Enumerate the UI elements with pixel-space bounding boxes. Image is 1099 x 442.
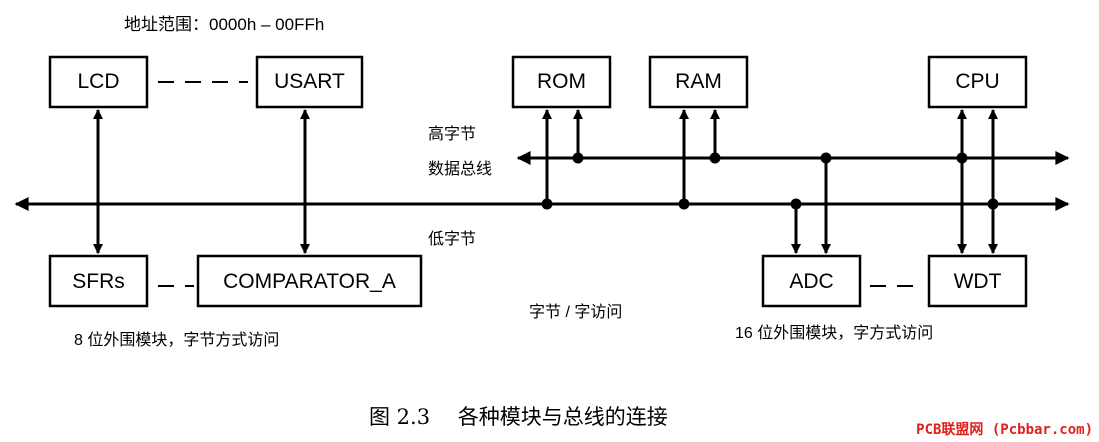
note-8bit-modules: 8 位外围模块，字节方式访问 <box>74 331 279 349</box>
note-byte-word-access: 字节 / 字访问 <box>529 303 622 321</box>
cpu-low-junction <box>987 198 999 210</box>
data-bus-label: 数据总线 <box>428 160 492 178</box>
ram-label: RAM <box>675 70 722 93</box>
adc-box: ADC <box>761 254 862 308</box>
rom-high-junction <box>572 152 584 164</box>
rom-label: ROM <box>537 70 586 93</box>
figure-caption: 图 2.3 各种模块与总线的连接 <box>369 405 668 429</box>
cpu-label: CPU <box>955 70 999 93</box>
adc-label: ADC <box>789 270 833 293</box>
lcd-box: LCD <box>48 55 149 109</box>
lcd-label: LCD <box>77 70 119 93</box>
ram-box: RAM <box>648 55 749 109</box>
sfrs-box: SFRs <box>48 254 149 308</box>
comparator-box: COMPARATOR_A <box>196 254 423 308</box>
cpu-high-junction <box>956 152 968 164</box>
address-range-label: 地址范围：0000h – 00FFh <box>124 15 324 34</box>
adc-low-junction <box>790 198 802 210</box>
sfrs-label: SFRs <box>72 270 125 293</box>
usart-box: USART <box>255 55 364 109</box>
comparator-label: COMPARATOR_A <box>223 270 396 293</box>
low-byte-label: 低字节 <box>428 230 476 248</box>
wdt-label: WDT <box>954 270 1002 293</box>
watermark: PCB联盟网 (Pcbbar.com) <box>916 422 1093 438</box>
note-16bit-modules: 16 位外围模块，字方式访问 <box>735 324 933 342</box>
ram-high-junction <box>709 152 721 164</box>
rom-low-junction <box>541 198 553 210</box>
high-byte-label: 高字节 <box>428 125 476 143</box>
ram-low-junction <box>678 198 690 210</box>
usart-label: USART <box>274 70 345 93</box>
adc-high-junction <box>820 152 832 164</box>
cpu-box: CPU <box>927 55 1028 109</box>
rom-box: ROM <box>511 55 612 109</box>
wdt-box: WDT <box>927 254 1028 308</box>
